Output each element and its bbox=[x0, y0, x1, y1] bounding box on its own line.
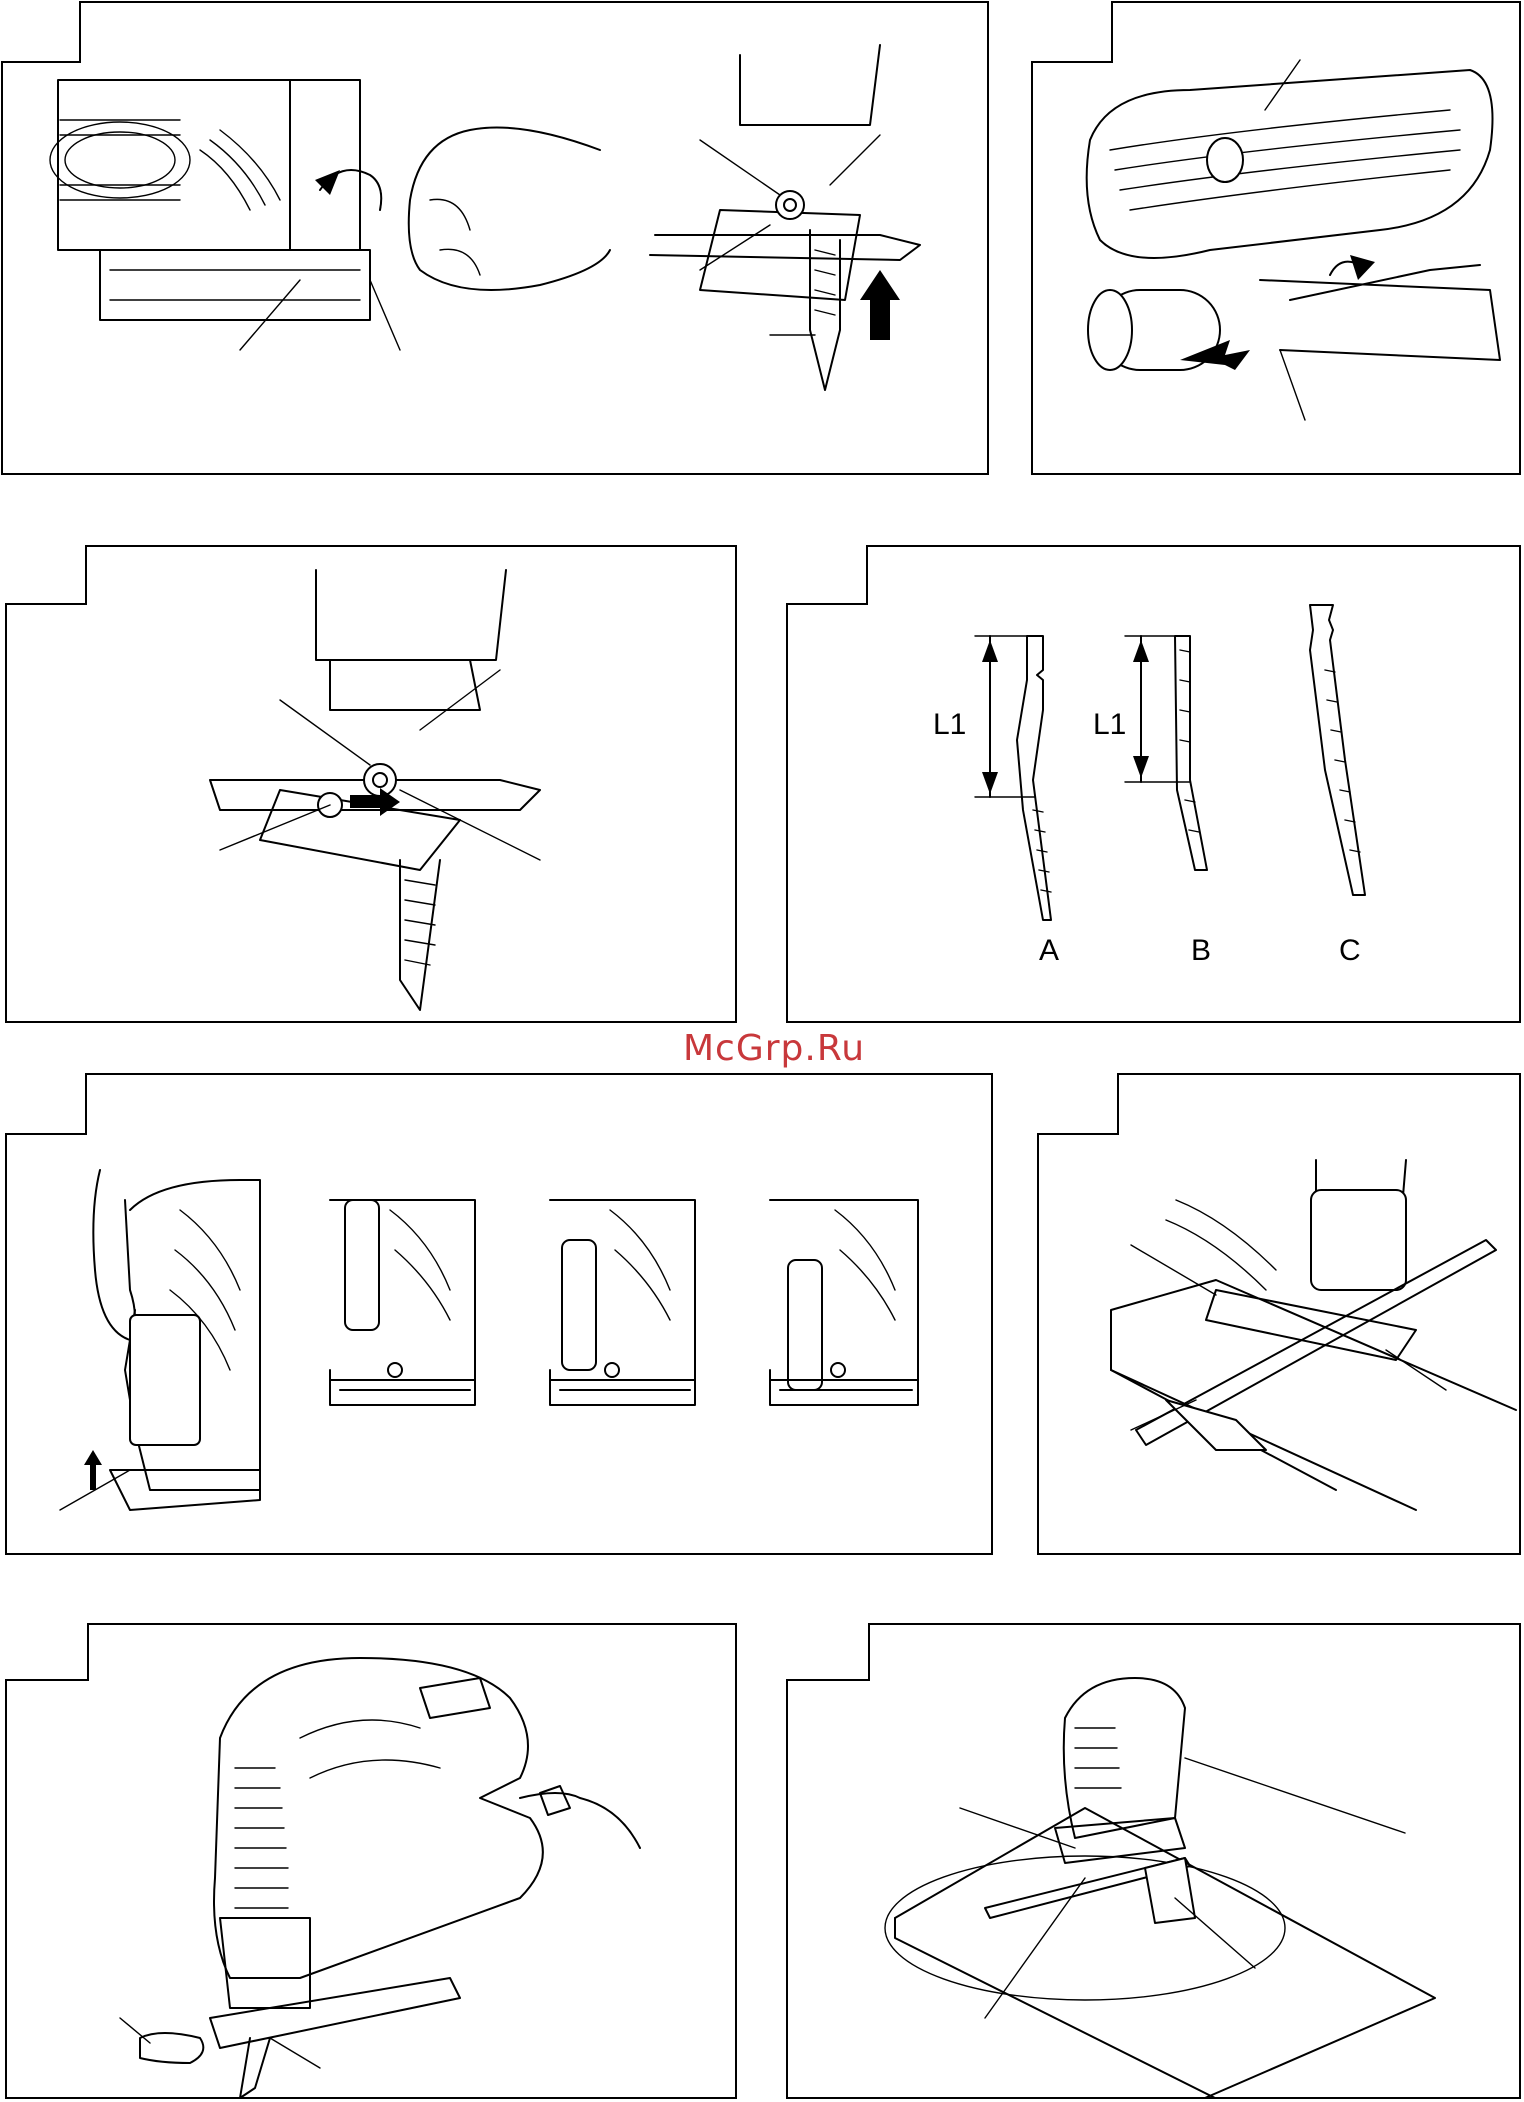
figure-panel-6 bbox=[1036, 1070, 1524, 1558]
figure-panel-2 bbox=[1030, 0, 1524, 480]
blade-label-c: C bbox=[1339, 934, 1361, 968]
figure-1-illustration bbox=[0, 0, 992, 480]
dimension-label-b: L1 bbox=[1093, 708, 1126, 742]
figure-7-illustration bbox=[0, 1618, 740, 2102]
figure-5-illustration bbox=[0, 1070, 996, 1558]
blade-label-a: A bbox=[1039, 934, 1059, 968]
figure-6-illustration bbox=[1036, 1070, 1524, 1558]
figure-2-illustration bbox=[1030, 0, 1524, 480]
figure-4-illustration bbox=[785, 540, 1524, 1026]
figure-panel-3 bbox=[0, 540, 740, 1026]
dimension-label-a: L1 bbox=[933, 708, 966, 742]
figure-panel-7 bbox=[0, 1618, 740, 2102]
figure-panel-5 bbox=[0, 1070, 996, 1558]
figure-panel-1 bbox=[0, 0, 992, 480]
figure-8-illustration bbox=[785, 1618, 1524, 2102]
watermark-text: McGrp.Ru bbox=[664, 1028, 884, 1069]
figure-panel-8 bbox=[785, 1618, 1524, 2102]
figure-3-illustration bbox=[0, 540, 740, 1026]
blade-label-b: B bbox=[1191, 934, 1211, 968]
figure-panel-4: L1 L1 A B C bbox=[785, 540, 1524, 1026]
